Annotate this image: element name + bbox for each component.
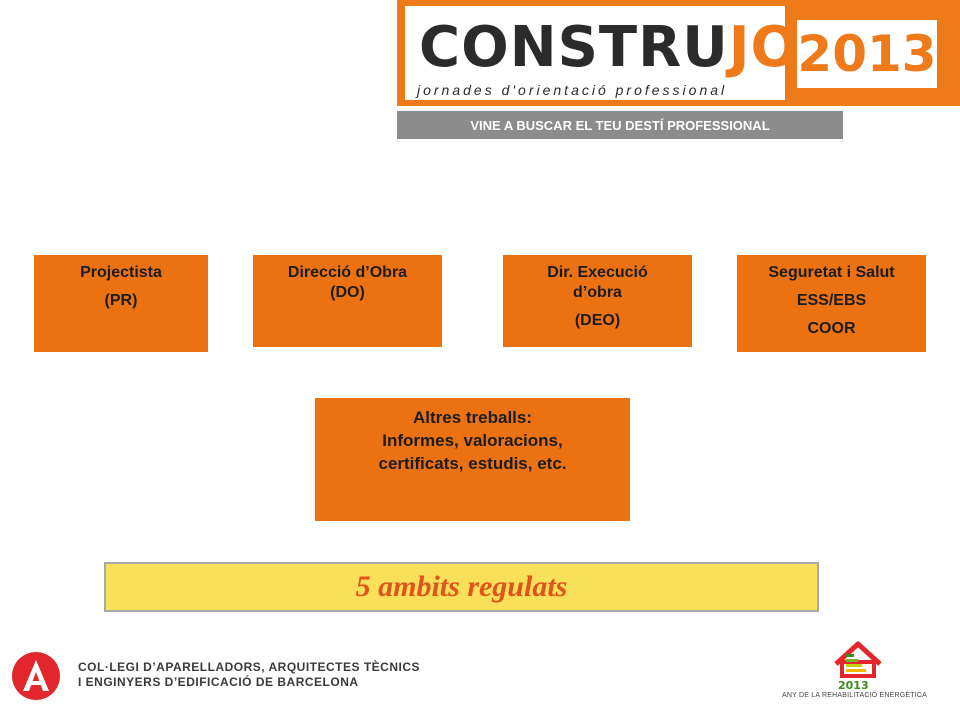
role-title: Altres treballs: [412,408,533,427]
year-badge: 2013 [793,16,941,92]
role-desc-2: certificats, estudis, etc. [378,454,567,473]
coaatb-logo-icon [12,652,60,700]
college-name: COL·LEGI D’APARELLADORS, ARQUITECTES TÈC… [78,660,420,690]
role-box-direccio-obra: Direcció d’Obra (DO) [253,255,442,347]
college-line-2: I ENGINYERS D’EDIFICACIÓ DE BARCELONA [78,675,359,689]
regulated-areas-banner: 5 ambits regulats [104,562,819,612]
role-desc-1: Informes, valoracions, [382,431,563,450]
rehab-caption: ANY DE LA REHABILITACIÓ ENERGÈTICA [782,692,928,699]
role-title-2: d’obra [573,284,622,301]
brand-tagline: jornades d'orientació professional [417,82,728,98]
header-banner: CONSTRUJOVE jornades d'orientació profes… [397,0,960,106]
role-box-seguretat: Seguretat i Salut ESS/EBS COOR [737,255,926,352]
role-abbrev: (DEO) [574,312,621,329]
role-abbrev: (PR) [104,292,138,309]
role-abbrev-2: COOR [807,320,856,337]
slogan-text: VINE A BUSCAR EL TEU DESTÍ PROFESSIONAL [470,117,770,133]
college-line-1: COL·LEGI D’APARELLADORS, ARQUITECTES TÈC… [78,660,421,674]
regulated-areas-text: 5 ambits regulats [355,570,568,603]
role-abbrev: (DO) [330,284,365,301]
brand-panel: CONSTRUJOVE jornades d'orientació profes… [405,6,880,100]
role-title: Projectista [80,264,162,281]
role-box-altres: Altres treballs: Informes, valoracions, … [315,398,630,521]
role-title: Direcció d’Obra [287,264,408,281]
role-box-projectista: Projectista (PR) [34,255,208,352]
rehab-year: 2013 [838,679,869,692]
brand-part-1: CONSTRU [419,15,729,80]
slogan-bar: VINE A BUSCAR EL TEU DESTÍ PROFESSIONAL [397,111,843,139]
energy-house-icon [834,641,882,678]
role-box-direccio-execucio: Dir. Execució d’obra (DEO) [503,255,692,347]
role-title: Dir. Execució [547,264,648,281]
year-text: 2013 [797,25,937,83]
role-abbrev: ESS/EBS [796,292,867,309]
role-title: Seguretat i Salut [768,264,895,281]
